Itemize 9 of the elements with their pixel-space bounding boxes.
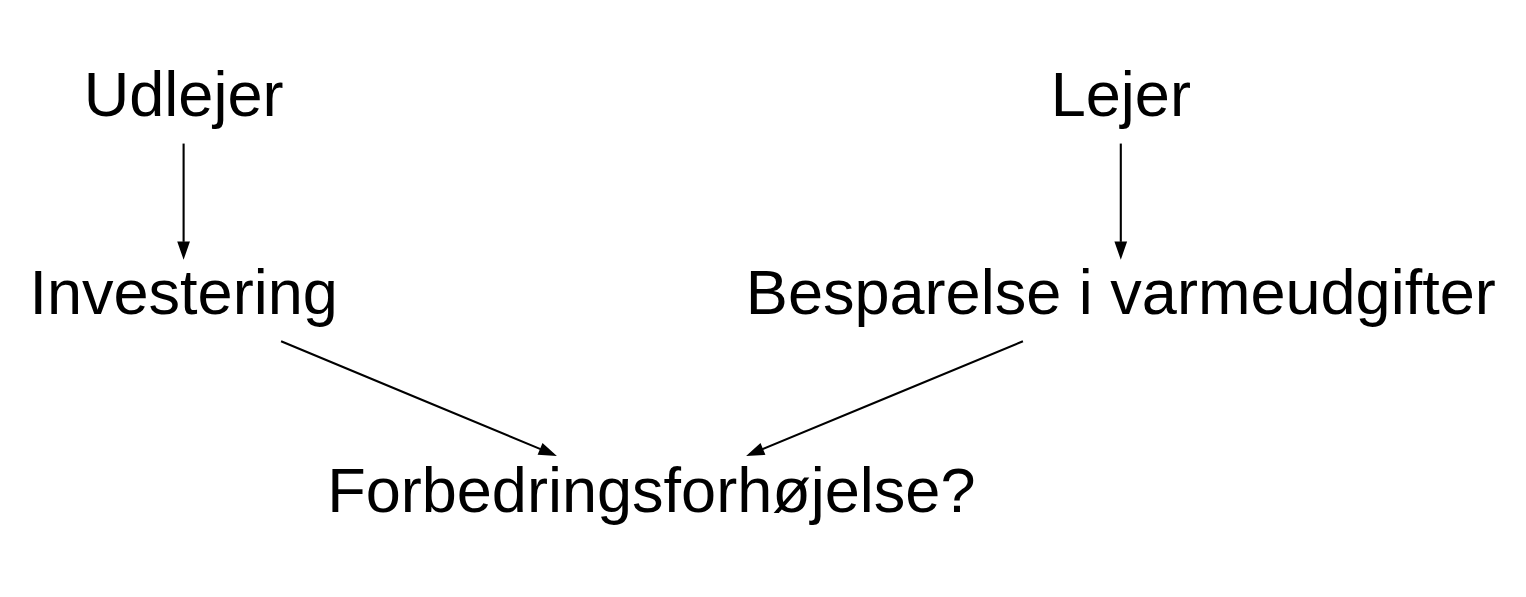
arrow: [746, 339, 1024, 456]
node-text: Lejer: [1050, 58, 1191, 129]
node-text: Investering: [29, 256, 338, 327]
node-text: Udlejer: [83, 58, 284, 129]
arrow: [280, 339, 557, 456]
arrow: [1114, 143, 1128, 260]
node-text: Forbedringsforhøjelse?: [327, 454, 976, 525]
arrow: [177, 143, 190, 260]
node-text: Besparelse i varmeudgifter: [745, 256, 1496, 327]
